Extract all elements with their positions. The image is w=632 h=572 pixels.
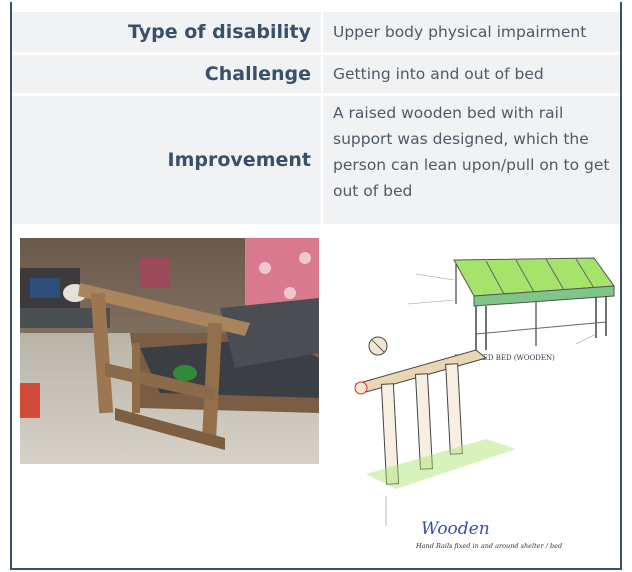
sketch-caption: ELEVATED BED (WOODEN) <box>454 354 555 362</box>
table-row-challenge: Challenge Getting into and out of bed <box>12 55 620 93</box>
row-value: Upper body physical impairment <box>323 12 620 52</box>
table-row-disability: Type of disability Upper body physical i… <box>12 12 620 52</box>
sketch-word: Wooden <box>421 519 490 539</box>
table-row-improvement: Improvement A raised wooden bed with rai… <box>12 96 620 224</box>
row-label: Improvement <box>12 96 321 224</box>
row-value: A raised wooden bed with rail support wa… <box>323 96 620 224</box>
bed-sketch: ELEVATED BED (WOODEN) Wooden Hand Rails … <box>326 234 620 560</box>
info-card: Type of disability Upper body physical i… <box>10 2 622 570</box>
row-label: Challenge <box>12 55 321 93</box>
row-value: Getting into and out of bed <box>323 55 620 93</box>
sketch-note: Hand Rails fixed in and around shelter /… <box>415 542 562 550</box>
row-label: Type of disability <box>12 12 321 52</box>
bed-photo <box>20 238 319 464</box>
